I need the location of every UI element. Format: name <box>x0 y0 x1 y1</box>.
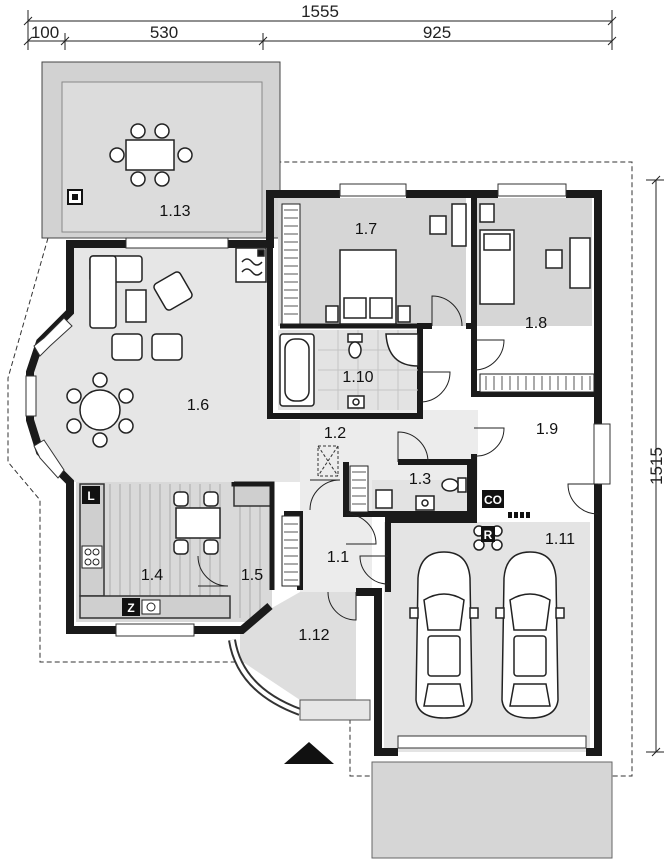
roof-outline <box>7 161 633 777</box>
room-label-1-3: 1.3 <box>409 471 431 488</box>
room-1-11-floor <box>384 522 590 752</box>
boiler-vent-icon <box>508 512 530 518</box>
room-label-1-1: 1.1 <box>327 549 349 566</box>
stove-icon <box>81 545 103 569</box>
bathtub-icon <box>279 333 315 407</box>
room-label-1-10: 1.10 <box>342 369 373 386</box>
dim-segment-a: 100 <box>31 23 59 42</box>
sink-icon <box>141 599 161 615</box>
living-dining-set <box>66 372 134 448</box>
fireplace-icon <box>235 247 267 283</box>
doors <box>197 295 599 621</box>
room-label-1-13: 1.13 <box>159 203 190 220</box>
room-label-1-8: 1.8 <box>525 315 547 332</box>
dim-segment-b: 530 <box>150 23 178 42</box>
room-label-1-9: 1.9 <box>536 421 558 438</box>
dimension-lines-top <box>23 10 617 50</box>
boiler-tag: CO <box>484 493 502 507</box>
double-bed-icon <box>325 249 411 325</box>
laundry-tag-box <box>82 486 100 504</box>
laundry-tag: L <box>87 489 94 503</box>
wardrobe-hatching <box>284 209 591 581</box>
room-1-12-floor <box>240 592 356 700</box>
room-label-1-5: 1.5 <box>241 567 263 584</box>
entry-step <box>299 699 371 721</box>
desk-chair-1-7 <box>429 203 467 247</box>
room-label-1-6: 1.6 <box>187 397 209 414</box>
windows <box>25 183 611 749</box>
dim-total-height: 1515 <box>647 447 666 485</box>
storage-tag-box <box>481 526 495 542</box>
walls <box>26 190 602 756</box>
room-label-1-12: 1.12 <box>298 627 329 644</box>
room-1-2-floor <box>300 410 478 480</box>
room-label-1-7: 1.7 <box>355 221 377 238</box>
desk-chair-1-8 <box>545 237 591 289</box>
car-right-icon <box>495 551 565 719</box>
boiler-tag-box <box>482 490 504 508</box>
chimney-tag: Z <box>127 601 134 615</box>
dimension-line-right <box>646 175 664 757</box>
chimney-tag-box <box>122 598 140 616</box>
dim-total-width: 1555 <box>301 2 339 21</box>
car-left-icon <box>409 551 479 719</box>
dim-segment-c: 925 <box>423 23 451 42</box>
room-label-1-2: 1.2 <box>324 425 346 442</box>
shower-icon <box>385 333 419 367</box>
room-label-1-4: 1.4 <box>141 567 163 584</box>
washbasin-icon-1-10 <box>347 395 365 409</box>
north-arrow-icon <box>284 742 334 764</box>
driveway <box>371 761 613 859</box>
kitchen-dining-set <box>173 491 221 555</box>
room-label-1-11: 1.11 <box>545 531 575 548</box>
toilet-icon-1-3 <box>375 477 467 511</box>
terrace-dining-set <box>109 123 193 187</box>
storage-tag: R <box>484 528 493 542</box>
terrace-1-13 <box>41 61 281 239</box>
single-bed-icon <box>479 203 515 305</box>
sofa-set-icon <box>89 255 193 361</box>
toilet-icon-1-10 <box>347 333 363 359</box>
entrance-curve-glazing <box>230 639 301 714</box>
attic-ladder-icon <box>317 445 339 477</box>
